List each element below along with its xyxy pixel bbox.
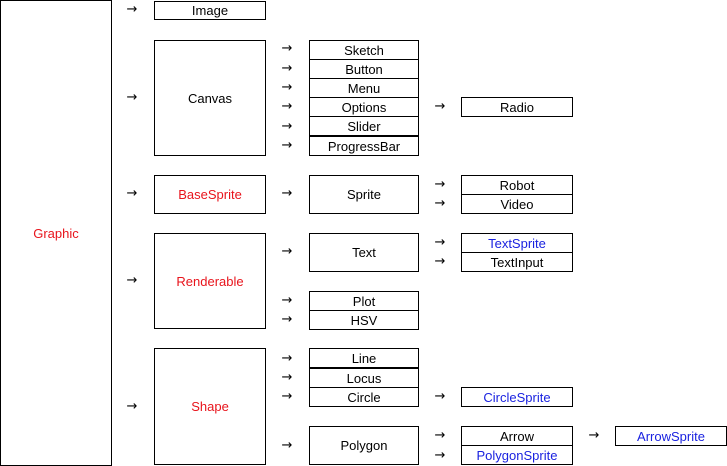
node-image: Image <box>154 1 266 20</box>
arrow-text-textsprite: → <box>434 235 446 250</box>
arrow-canvas-slider: → <box>281 119 293 134</box>
node-polygon: Polygon <box>309 426 419 465</box>
arrow-arrow-arrowsprite: → <box>588 428 600 443</box>
arrow-canvas-sketch: → <box>281 41 293 56</box>
node-canvas: Canvas <box>154 40 266 156</box>
node-menu: Menu <box>309 78 419 98</box>
node-options: Options <box>309 97 419 117</box>
node-progressbar: ProgressBar <box>309 136 419 156</box>
arrow-canvas-options: → <box>281 99 293 114</box>
arrow-graphic-basesprite: → <box>126 186 138 201</box>
node-circlesprite: CircleSprite <box>461 387 573 407</box>
arrow-sprite-robot: → <box>434 177 446 192</box>
node-circle: Circle <box>309 387 419 407</box>
node-hsv: HSV <box>309 310 419 330</box>
node-video: Video <box>461 194 573 214</box>
arrow-graphic-shape: → <box>126 399 138 414</box>
node-locus: Locus <box>309 368 419 388</box>
arrow-shape-circle: → <box>281 389 293 404</box>
node-renderable: Renderable <box>154 233 266 329</box>
arrow-circle-circlesprite: → <box>434 389 446 404</box>
arrow-polygon-polygonsprite: → <box>434 448 446 463</box>
arrow-renderable-hsv: → <box>281 312 293 327</box>
node-plot: Plot <box>309 291 419 311</box>
node-polygonsprite: PolygonSprite <box>461 445 573 465</box>
node-radio: Radio <box>461 97 573 117</box>
arrow-polygon-arrow: → <box>434 428 446 443</box>
node-arrowsprite: ArrowSprite <box>615 426 727 446</box>
arrow-renderable-plot: → <box>281 293 293 308</box>
arrow-canvas-button: → <box>281 61 293 76</box>
node-robot: Robot <box>461 175 573 195</box>
node-line: Line <box>309 348 419 368</box>
arrow-canvas-progressbar: → <box>281 138 293 153</box>
arrow-graphic-renderable: → <box>126 273 138 288</box>
node-arrow: Arrow <box>461 426 573 446</box>
node-slider: Slider <box>309 116 419 136</box>
arrow-shape-locus: → <box>281 370 293 385</box>
node-button: Button <box>309 59 419 79</box>
node-textinput: TextInput <box>461 252 573 272</box>
node-text: Text <box>309 233 419 272</box>
arrow-graphic-canvas: → <box>126 90 138 105</box>
node-basesprite: BaseSprite <box>154 175 266 214</box>
arrow-canvas-menu: → <box>281 80 293 95</box>
node-sprite: Sprite <box>309 175 419 214</box>
arrow-sprite-video: → <box>434 196 446 211</box>
node-graphic: Graphic <box>0 0 112 466</box>
arrow-options-radio: → <box>434 99 446 114</box>
arrow-shape-polygon: → <box>281 438 293 453</box>
node-sketch: Sketch <box>309 40 419 60</box>
arrow-shape-line: → <box>281 351 293 366</box>
node-textsprite: TextSprite <box>461 233 573 253</box>
arrow-renderable-text: → <box>281 244 293 259</box>
arrow-text-textinput: → <box>434 254 446 269</box>
arrow-basesprite-sprite: → <box>281 186 293 201</box>
node-shape: Shape <box>154 348 266 465</box>
arrow-graphic-image: → <box>126 2 138 17</box>
